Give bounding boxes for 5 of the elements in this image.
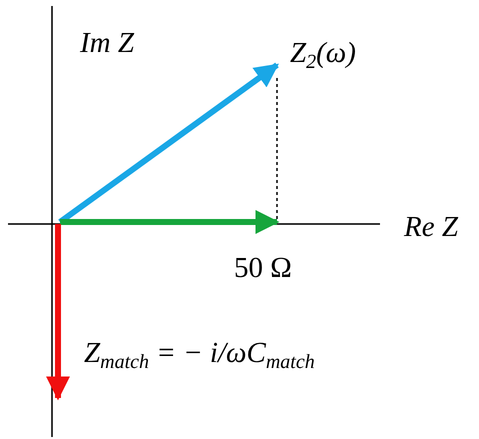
value-label: 50 Ω	[234, 253, 292, 285]
axis-label: Re Z	[404, 212, 458, 244]
axis-label: Im Z	[80, 28, 134, 60]
vector-label: Z$_{2}$(ω)	[290, 38, 356, 70]
formula-label: Z$_{match}$ = − i/ωC$_{match}$	[84, 338, 315, 370]
